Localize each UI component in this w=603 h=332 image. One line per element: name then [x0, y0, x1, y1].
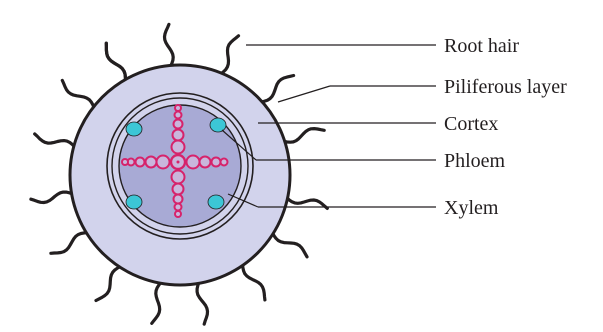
- root-hair: [221, 36, 239, 74]
- label-xylem: Xylem: [444, 197, 499, 219]
- root-hair: [35, 134, 75, 147]
- xylem-vessel-lumen: [177, 161, 180, 164]
- xylem-vessel: [172, 141, 185, 154]
- label-cortex: Cortex: [444, 113, 498, 135]
- label-phloem: Phloem: [444, 150, 506, 172]
- root-hair: [31, 192, 73, 202]
- xylem-vessel: [146, 157, 157, 168]
- phloem-patch: [210, 118, 226, 132]
- root-hair: [152, 282, 161, 323]
- xylem-vessel: [122, 159, 128, 165]
- xylem-vessel: [175, 211, 181, 217]
- root-hair: [62, 80, 94, 108]
- root-hair: [272, 233, 307, 257]
- xylem-vessel: [173, 184, 184, 195]
- root-hair: [106, 43, 125, 80]
- xylem-vessel: [174, 120, 183, 129]
- xylem-vessel: [173, 130, 184, 141]
- root-hair: [284, 129, 325, 143]
- root-hair: [96, 266, 121, 300]
- label-root-hair: Root hair: [444, 35, 519, 57]
- phloem-patch: [208, 195, 224, 209]
- root-hair: [243, 264, 265, 300]
- root-hair: [106, 43, 125, 80]
- xylem-vessel: [157, 156, 170, 169]
- xylem-vessel: [200, 157, 211, 168]
- xylem-vessel: [174, 195, 183, 204]
- root-hair: [165, 24, 174, 66]
- root-hair: [197, 282, 207, 324]
- xylem-vessel: [221, 159, 228, 166]
- phloem-patch: [126, 122, 142, 136]
- xylem-vessel: [175, 204, 182, 211]
- xylem-vessel: [175, 112, 182, 119]
- root-hair: [51, 233, 88, 254]
- phloem-patch: [126, 195, 142, 209]
- xylem-vessel: [187, 156, 200, 169]
- xylem-vessel: [172, 171, 185, 184]
- xylem-vessel: [136, 158, 145, 167]
- xylem-vessel: [175, 105, 181, 111]
- xylem-vessel: [212, 158, 221, 167]
- label-piliferous-layer: Piliferous layer: [444, 76, 567, 98]
- piliferous-layer-leader-line: [278, 86, 330, 102]
